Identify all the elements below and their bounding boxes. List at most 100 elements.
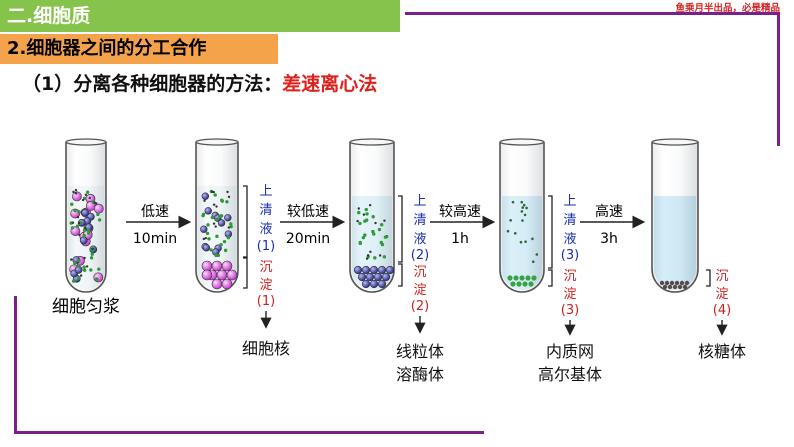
ribosome-particle — [85, 265, 89, 268]
ribosome-particle — [531, 260, 535, 263]
frame-right-line — [777, 12, 780, 146]
step-arrow-3: 较高速 1h — [430, 203, 496, 247]
er-particle — [86, 231, 91, 235]
er-sediment — [528, 281, 534, 287]
mitochondria-sediment — [361, 279, 371, 289]
nucleus-sediment — [201, 269, 213, 281]
er-particle — [361, 235, 366, 240]
step-1-speed: 低速 — [141, 204, 169, 220]
subsection-title: 2.细胞器之间的分工合作 — [0, 34, 278, 64]
ribosome-particle — [374, 221, 377, 225]
er-particle — [357, 210, 361, 215]
er-particle — [382, 255, 387, 259]
frame-top-line — [405, 12, 780, 15]
supernatant-2-char-3: 液 — [413, 232, 426, 247]
supernatant-2-num: (2) — [411, 248, 429, 263]
er-particle — [82, 228, 87, 233]
mitochondria-particle — [81, 208, 90, 217]
ribosome-particle — [212, 222, 216, 225]
ribosome-particle — [79, 274, 83, 277]
er-particle — [380, 242, 385, 247]
method-prefix: （1）分离各种细胞器的方法： — [22, 73, 283, 95]
supernatant-1-char-1: 上 — [259, 184, 272, 199]
mitochondria-sediment — [381, 272, 391, 282]
supernatant-2-char-2: 清 — [413, 213, 426, 228]
nucleus-sediment — [226, 269, 238, 281]
er-particle — [201, 213, 205, 218]
tube-rim — [499, 138, 545, 146]
er-particle — [216, 253, 221, 258]
er-particle — [73, 261, 77, 265]
ribosome-sediment — [662, 284, 668, 290]
mitochondria-sediment — [357, 272, 367, 282]
tube-rim — [65, 138, 107, 146]
ribosome-particle — [74, 188, 78, 192]
watermark-text: 鱼乘月半出品，必是精品 — [675, 3, 780, 14]
er-particle — [207, 237, 211, 241]
method-name: 差速离心法 — [282, 73, 378, 95]
er-particle — [205, 231, 210, 236]
er-particle — [220, 199, 225, 203]
er-particle — [215, 217, 219, 222]
er-particle — [371, 229, 375, 234]
homogenate-label: 细胞匀浆 — [52, 297, 120, 317]
step-arrow-4: 高速 3h — [580, 203, 646, 247]
ribosome-particle — [78, 233, 81, 237]
step-4-time: 3h — [600, 231, 618, 247]
er-sediment — [516, 281, 522, 287]
er-particle — [73, 208, 77, 213]
er-particle — [96, 212, 100, 217]
er-particle — [70, 202, 74, 206]
er-sediment — [525, 275, 531, 281]
er-particle — [77, 258, 81, 263]
er-particle — [218, 214, 222, 218]
er-particle — [222, 239, 227, 244]
ribosome-particle — [513, 232, 517, 235]
test-tube — [499, 142, 545, 293]
supernatant-1-char-2: 清 — [259, 203, 272, 218]
ribosome-particle — [520, 210, 524, 213]
supernatant-2-char-1: 上 — [413, 194, 426, 209]
step-2-time: 20min — [286, 231, 330, 247]
er-particle — [82, 268, 87, 272]
er-particle — [90, 252, 94, 256]
mitochondria-sediment — [353, 265, 363, 275]
supernatant-1-char-3: 液 — [259, 222, 272, 237]
er-particle — [358, 221, 362, 226]
er-particle — [226, 235, 231, 240]
er-particle — [85, 190, 90, 194]
mitochondria-particle — [202, 244, 211, 252]
sediment-1-num: (1) — [257, 294, 275, 309]
er-sediment — [507, 275, 513, 281]
ribosome-particle — [523, 213, 527, 217]
ribosome-particle — [525, 206, 528, 210]
nucleus-sediment — [216, 269, 228, 281]
ribosome-particle — [509, 219, 512, 222]
er-particle — [210, 215, 215, 220]
frame-bottom-line — [14, 431, 484, 434]
mitochondria-sediment — [369, 279, 379, 289]
nucleus-sediment — [221, 260, 233, 272]
nucleus-particle — [72, 191, 82, 202]
tube-rim — [651, 138, 699, 146]
ribosome-particle — [202, 237, 206, 241]
er-particle — [82, 233, 86, 238]
sediment-3-char-2: 淀 — [563, 287, 576, 302]
ribosome-particle — [369, 250, 372, 254]
step-arrow-2: 较低速 20min — [280, 204, 346, 247]
ribosome-particle — [203, 199, 206, 202]
ribosome-sediment — [667, 284, 673, 290]
mitochondria-particle — [224, 214, 232, 222]
ribosome-sediment — [677, 284, 683, 290]
ribosome-particle — [84, 226, 87, 230]
ribosome-particle — [91, 247, 94, 251]
ribosome-particle — [383, 219, 386, 222]
ribosome-particle — [356, 219, 359, 223]
er-particle — [89, 268, 93, 272]
er-particle — [89, 256, 94, 260]
ribosome-particle — [511, 200, 515, 204]
ribosome-particle — [72, 190, 75, 194]
er-particle — [229, 224, 233, 229]
step-4-speed: 高速 — [595, 203, 623, 220]
frame-left-line — [14, 296, 17, 434]
